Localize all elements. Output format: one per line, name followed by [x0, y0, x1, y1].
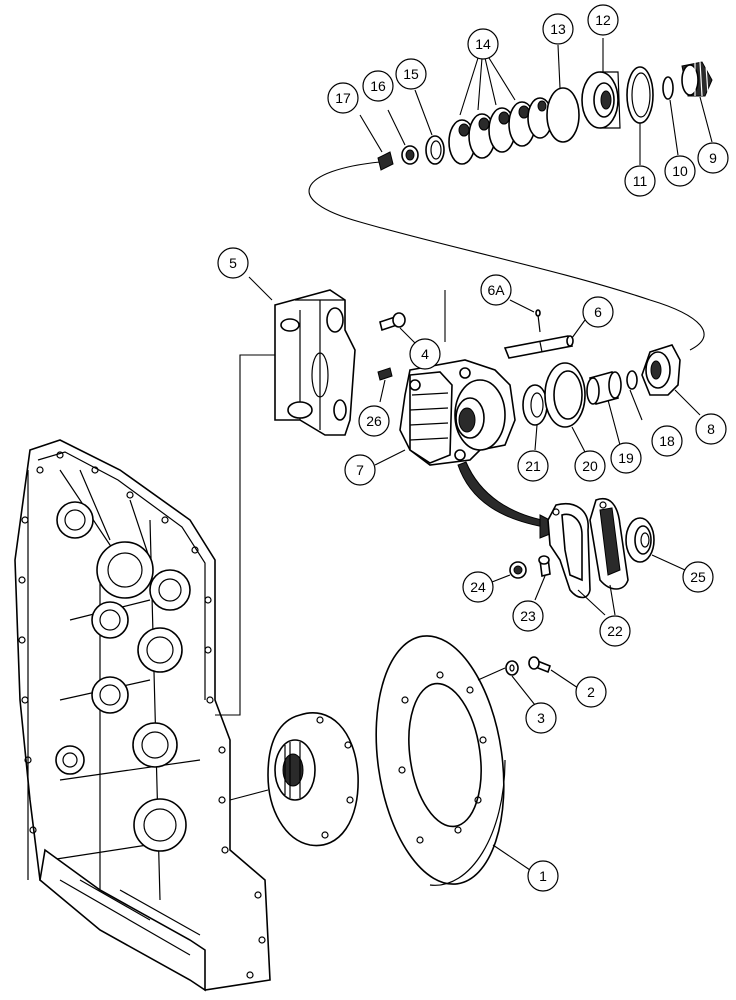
- callout-17: 17: [327, 82, 359, 114]
- o-ring-13-icon: [546, 44, 580, 143]
- callout-1: 1: [527, 860, 559, 892]
- spring-24-icon: [491, 561, 527, 583]
- svg-text:8: 8: [707, 421, 715, 437]
- callout-18: 18: [651, 425, 683, 457]
- svg-text:23: 23: [520, 608, 536, 624]
- ring-21-icon: [522, 384, 548, 451]
- svg-text:18: 18: [659, 433, 675, 449]
- svg-text:10: 10: [672, 163, 688, 179]
- callout-15: 15: [395, 58, 427, 90]
- callout-25: 25: [682, 561, 714, 593]
- bolt-4-icon: [379, 312, 416, 344]
- svg-text:15: 15: [403, 66, 419, 82]
- callout-22: 22: [599, 615, 631, 647]
- mounting-bracket-icon: [248, 276, 356, 436]
- svg-text:7: 7: [356, 462, 364, 478]
- nut-8-icon: [641, 344, 701, 416]
- brake-disc-icon: [375, 635, 531, 886]
- callout-3: 3: [525, 702, 557, 734]
- callout-10: 10: [664, 155, 696, 187]
- svg-text:6A: 6A: [487, 282, 505, 298]
- svg-text:1: 1: [539, 868, 547, 884]
- pin-23-icon: [534, 555, 551, 601]
- svg-text:3: 3: [537, 710, 545, 726]
- callout-26: 26: [358, 405, 390, 437]
- svg-text:14: 14: [475, 36, 491, 52]
- callout-8: 8: [695, 413, 727, 445]
- svg-text:25: 25: [690, 569, 706, 585]
- shaft-6-icon: [503, 319, 586, 359]
- seal-20-icon: [544, 362, 586, 453]
- callout-14: 14: [467, 28, 499, 60]
- callout-5: 5: [217, 247, 249, 279]
- callout-6: 6: [582, 296, 614, 328]
- callout-9: 9: [697, 142, 729, 174]
- callout-12: 12: [587, 4, 619, 36]
- svg-text:17: 17: [335, 90, 351, 106]
- svg-text:16: 16: [370, 78, 386, 94]
- set-screw-17-icon: [359, 114, 394, 171]
- svg-text:24: 24: [470, 579, 486, 595]
- brake-caliper-icon: [374, 359, 516, 466]
- svg-text:22: 22: [607, 623, 623, 639]
- knurled-cap-9-icon: [681, 61, 713, 143]
- bushing-19-icon: [586, 371, 622, 446]
- callout-2: 2: [575, 676, 607, 708]
- svg-text:13: 13: [550, 21, 566, 37]
- washer-bolt-icons: [505, 656, 579, 706]
- callout-16: 16: [362, 70, 394, 102]
- callout-6a: 6A: [480, 274, 512, 306]
- callout-23: 23: [512, 600, 544, 632]
- callout-7: 7: [344, 454, 376, 486]
- snap-ring-11-icon: [626, 66, 654, 165]
- svg-text:4: 4: [421, 346, 429, 362]
- washer-15-icon: [414, 89, 445, 165]
- svg-text:9: 9: [709, 150, 717, 166]
- o-ring-18-icon: [626, 370, 643, 421]
- svg-text:20: 20: [582, 458, 598, 474]
- callout-20: 20: [574, 450, 606, 482]
- svg-text:26: 26: [366, 413, 382, 429]
- svg-text:5: 5: [229, 255, 237, 271]
- bearing-12-icon: [581, 38, 621, 129]
- brake-pads-icon: [547, 498, 629, 616]
- svg-text:12: 12: [595, 12, 611, 28]
- set-screw-26-icon: [377, 367, 393, 403]
- transmission-housing-icon: [14, 439, 271, 992]
- svg-text:2: 2: [587, 684, 595, 700]
- callout-13: 13: [542, 13, 574, 45]
- callout-4: 4: [409, 338, 441, 370]
- o-ring-10-icon: [662, 76, 679, 156]
- svg-text:21: 21: [525, 458, 541, 474]
- callout-24: 24: [462, 571, 494, 603]
- svg-text:11: 11: [633, 173, 648, 189]
- hub-flange-icon: [229, 712, 359, 847]
- nut-16-icon: [387, 109, 419, 165]
- seal-25-icon: [625, 517, 686, 571]
- svg-text:6: 6: [594, 304, 602, 320]
- svg-text:19: 19: [618, 450, 634, 466]
- pin-6a-icon: [509, 299, 541, 333]
- callout-21: 21: [517, 450, 549, 482]
- callout-11: 11: [624, 165, 656, 197]
- callout-19: 19: [610, 442, 642, 474]
- friction-discs-14-icon: [448, 57, 553, 165]
- assembly-axis-line: [308, 161, 705, 351]
